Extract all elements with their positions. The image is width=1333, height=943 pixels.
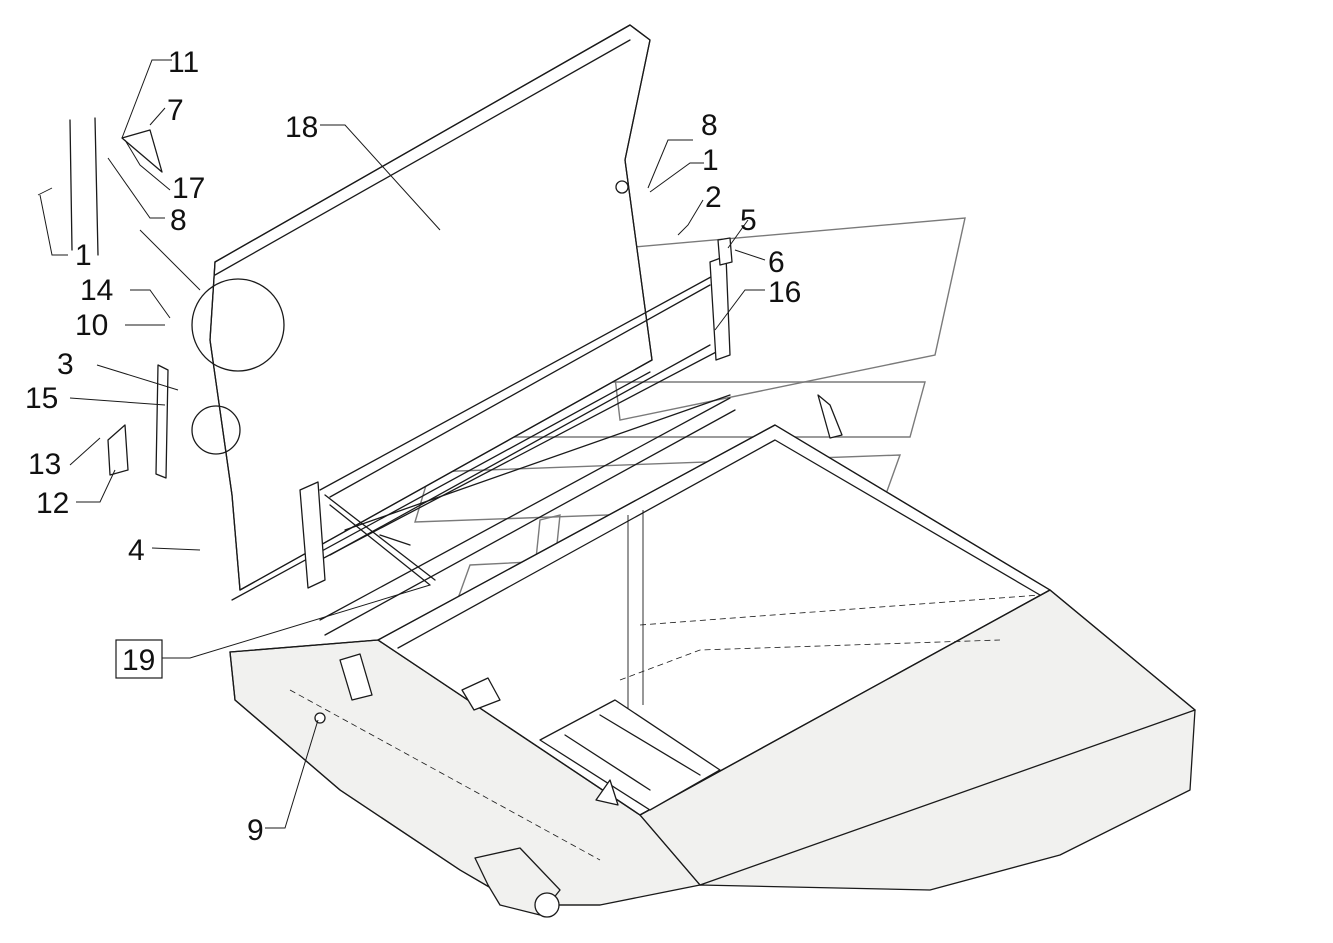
leader-lines xyxy=(39,59,766,829)
callout-16: 16 xyxy=(768,276,801,309)
detail-parts xyxy=(37,117,843,479)
callout-1-left: 1 xyxy=(75,239,92,272)
callout-labels: 11 7 18 8 1 17 8 2 5 1 6 14 16 10 3 15 1… xyxy=(25,46,801,847)
callout-11: 11 xyxy=(168,46,199,79)
hopper-body xyxy=(229,424,1196,918)
callout-9: 9 xyxy=(247,814,264,847)
callout-10: 10 xyxy=(75,309,108,342)
callout-19: 19 xyxy=(122,644,155,677)
callout-18: 18 xyxy=(285,111,318,144)
callout-5: 5 xyxy=(740,204,757,237)
callout-8-left: 8 xyxy=(170,204,187,237)
callout-14: 14 xyxy=(80,274,113,307)
callout-1-right: 1 xyxy=(702,144,719,177)
callout-2: 2 xyxy=(705,181,722,214)
callout-12: 12 xyxy=(36,487,69,520)
callout-3: 3 xyxy=(57,348,74,381)
callout-7: 7 xyxy=(167,94,184,127)
callout-8-right: 8 xyxy=(701,109,718,142)
callout-17: 17 xyxy=(172,172,205,205)
lid-panel xyxy=(209,24,653,601)
callout-19-box xyxy=(115,639,163,679)
callout-6: 6 xyxy=(768,246,785,279)
callout-13: 13 xyxy=(28,448,61,481)
callout-15: 15 xyxy=(25,382,58,415)
callout-4: 4 xyxy=(128,534,145,567)
